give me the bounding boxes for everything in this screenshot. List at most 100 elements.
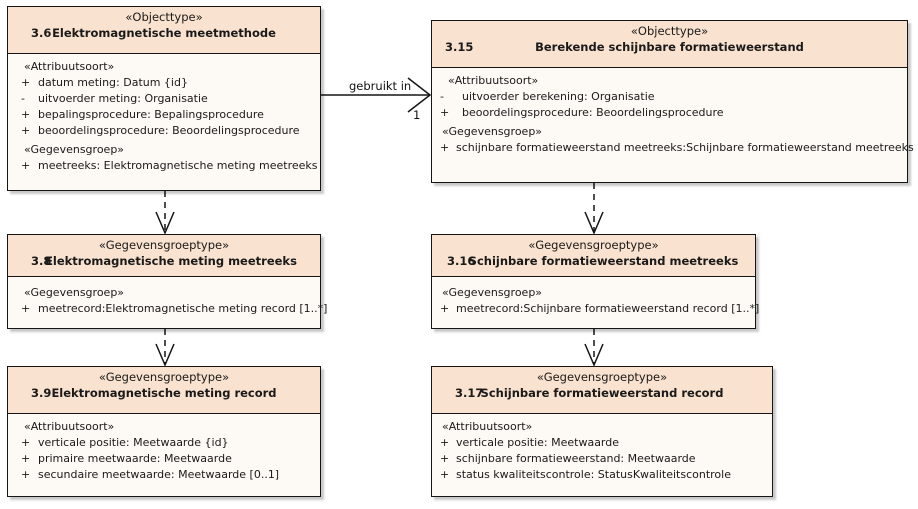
visibility-marker: +: [440, 468, 450, 481]
visibility-marker: +: [21, 436, 31, 449]
feature-row: + verticale positie: Meetwaarde: [432, 435, 772, 451]
feature-row: + meetrecord:Elektromagnetische meting r…: [8, 301, 327, 317]
feature-row: + meetreeks: Elektromagnetische meting m…: [8, 158, 320, 174]
feature-text: status kwaliteitscontrole: StatusKwalite…: [456, 468, 731, 481]
feature-row: + status kwaliteitscontrole: StatusKwali…: [432, 467, 772, 483]
dependency-arrowhead-meetreeks-to-record-left: [155, 343, 175, 367]
class-stereotype: «Gegevensgroeptype»: [536, 370, 668, 384]
feature-text: meetreeks: Elektromagnetische meting mee…: [38, 159, 318, 172]
compartment-group-label: «Gegevensgroep»: [24, 143, 125, 156]
dependency-arrowhead-meetreeks-to-record-right: [584, 343, 604, 367]
feature-text: primaire meetwaarde: Meetwaarde: [38, 452, 232, 465]
feature-row: + meetrecord:Schijnbare formatieweerstan…: [432, 301, 759, 317]
feature-text: schijnbare formatieweerstand meetreeks:S…: [456, 141, 914, 154]
class-body: «Attribuutsoort» + datum meting: Datum {…: [8, 54, 320, 179]
dependency-arrowhead-bsf-to-meetreeks: [584, 211, 604, 235]
compartment-group-label: «Attribuutsoort»: [24, 60, 115, 73]
compartment-group-label: «Gegevensgroep»: [24, 286, 125, 299]
association-arrowhead: [407, 77, 432, 113]
class-header: «Gegevensgroeptype» 3.17 Schijnbare form…: [432, 367, 772, 414]
visibility-marker: +: [440, 141, 450, 154]
class-body: «Gegevensgroep» + meetrecord:Elektromagn…: [8, 277, 327, 322]
visibility-marker: +: [21, 76, 31, 89]
class-stereotype: «Objecttype»: [125, 10, 203, 24]
class-body: «Attribuutsoort» + verticale positie: Me…: [8, 414, 320, 488]
class-header: «Gegevensgroeptype» 3.16 Schijnbare form…: [432, 235, 755, 277]
visibility-marker: +: [21, 302, 31, 315]
visibility-marker: -: [440, 90, 444, 103]
class-header: «Objecttype» 3.6 Elektromagnetische meet…: [8, 7, 320, 54]
visibility-marker: -: [21, 92, 25, 105]
class-body: «Gegevensgroep» + meetrecord:Schijnbare …: [432, 277, 759, 322]
class-header: «Gegevensgroeptype» 3.9 Elektromagnetisc…: [8, 367, 320, 414]
feature-text: beoordelingsprocedure: Beoordelingsproce…: [38, 124, 300, 137]
class-number: 3.6: [31, 26, 52, 40]
class-name: Berekende schijnbare formatieweerstand: [535, 40, 804, 54]
compartment-group-label: «Gegevensgroep»: [442, 125, 543, 138]
visibility-marker: +: [21, 124, 31, 137]
feature-row: + secundaire meetwaarde: Meetwaarde [0..…: [8, 467, 320, 483]
class-header: «Gegevensgroeptype» 3.8 Elektromagnetisc…: [8, 235, 320, 277]
class-name: Schijnbare formatieweerstand record: [480, 386, 724, 400]
feature-text: bepalingsprocedure: Bepalingsprocedure: [38, 108, 264, 121]
dependency-arrowhead-emm-to-meetreeks: [155, 211, 175, 235]
feature-row: + schijnbare formatieweerstand meetreeks…: [432, 140, 914, 156]
visibility-marker: +: [21, 108, 31, 121]
class-stereotype: «Gegevensgroeptype»: [98, 370, 230, 384]
class-number: 3.17: [455, 386, 484, 400]
class-number: 3.8: [31, 254, 52, 268]
feature-row: + schijnbare formatieweerstand: Meetwaar…: [432, 451, 772, 467]
class-body: «Attribuutsoort» + verticale positie: Me…: [432, 414, 772, 488]
feature-text: secundaire meetwaarde: Meetwaarde [0..1]: [38, 468, 280, 481]
feature-text: verticale positie: Meetwaarde: [456, 436, 620, 449]
class-title-line: 3.6 Elektromagnetische meetmethode: [8, 24, 320, 43]
feature-text: schijnbare formatieweerstand: Meetwaarde: [456, 452, 696, 465]
feature-row: + primaire meetwaarde: Meetwaarde: [8, 451, 320, 467]
class-stereotype: «Gegevensgroeptype»: [98, 238, 230, 252]
feature-row: + beoordelingsprocedure: Beoordelingspro…: [432, 105, 907, 121]
feature-text: datum meting: Datum {id}: [38, 76, 188, 89]
feature-row: - uitvoerder berekening: Organisatie: [432, 89, 907, 105]
feature-text: meetrecord:Schijnbare formatieweerstand …: [456, 302, 760, 315]
class-name: Elektromagnetische meetmethode: [52, 26, 276, 40]
class-name: Schijnbare formatieweerstand meetreeks: [468, 254, 739, 268]
class-body: «Attribuutsoort» - uitvoerder berekening…: [432, 68, 914, 161]
feature-row: - uitvoerder meting: Organisatie: [8, 91, 320, 107]
compartment-group-label: «Attribuutsoort»: [442, 420, 533, 433]
class-box-elektromagnetische-meetmethode[interactable]: «Objecttype» 3.6 Elektromagnetische meet…: [7, 6, 321, 191]
association-label: gebruikt in: [349, 79, 412, 93]
class-stereotype: «Objecttype»: [630, 24, 709, 38]
visibility-marker: +: [440, 106, 450, 119]
feature-row: + verticale positie: Meetwaarde {id}: [8, 435, 320, 451]
feature-row: + datum meting: Datum {id}: [8, 75, 320, 91]
class-name: Elektromagnetische meting record: [51, 386, 277, 400]
visibility-marker: +: [21, 452, 31, 465]
visibility-marker: +: [21, 159, 31, 172]
visibility-marker: +: [440, 452, 450, 465]
class-title-line: 3.15 Berekende schijnbare formatieweerst…: [432, 38, 907, 57]
class-box-elektromagnetische-meting-meetreeks[interactable]: «Gegevensgroeptype» 3.8 Elektromagnetisc…: [7, 234, 327, 329]
association-multiplicity: 1: [413, 108, 421, 122]
feature-text: verticale positie: Meetwaarde {id}: [38, 436, 229, 449]
compartment-group-label: «Attribuutsoort»: [24, 420, 115, 433]
class-box-elektromagnetische-meting-record[interactable]: «Gegevensgroeptype» 3.9 Elektromagnetisc…: [7, 366, 321, 497]
class-name: Elektromagnetische meting meetreeks: [45, 254, 297, 268]
class-title-line: 3.9 Elektromagnetische meting record: [8, 384, 320, 403]
class-title-line: 3.16 Schijnbare formatieweerstand meetre…: [432, 252, 755, 271]
class-stereotype: «Gegevensgroeptype»: [528, 238, 659, 252]
feature-text: beoordelingsprocedure: Beoordelingsproce…: [462, 106, 724, 119]
feature-text: uitvoerder meting: Organisatie: [38, 92, 208, 105]
class-number: 3.9: [31, 386, 52, 400]
feature-text: uitvoerder berekening: Organisatie: [462, 90, 655, 103]
compartment-group-label: «Gegevensgroep»: [442, 286, 543, 299]
class-box-berekende-schijnbare-formatieweerstand[interactable]: «Objecttype» 3.15 Berekende schijnbare f…: [431, 20, 914, 183]
visibility-marker: +: [440, 436, 450, 449]
class-box-schijnbare-formatieweerstand-meetreeks[interactable]: «Gegevensgroeptype» 3.16 Schijnbare form…: [431, 234, 759, 329]
class-title-line: 3.8 Elektromagnetische meting meetreeks: [8, 252, 320, 271]
feature-row: + bepalingsprocedure: Bepalingsprocedure: [8, 107, 320, 123]
class-box-schijnbare-formatieweerstand-record[interactable]: «Gegevensgroeptype» 3.17 Schijnbare form…: [431, 366, 773, 497]
feature-text: meetrecord:Elektromagnetische meting rec…: [38, 302, 328, 315]
class-header: «Objecttype» 3.15 Berekende schijnbare f…: [432, 21, 907, 68]
